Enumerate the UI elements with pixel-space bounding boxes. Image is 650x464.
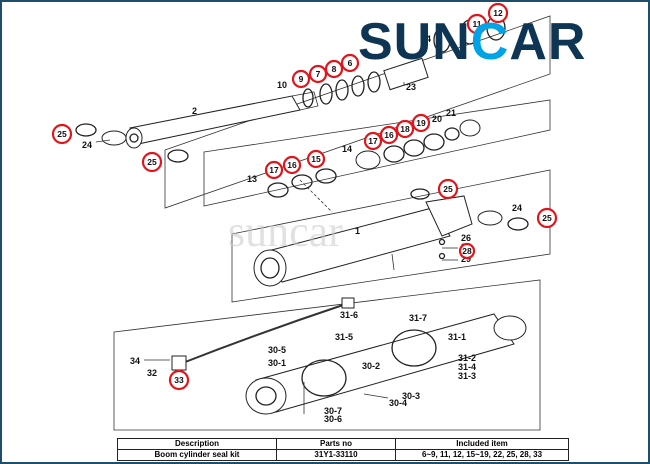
svg-text:16: 16 — [287, 160, 297, 170]
svg-text:19: 19 — [416, 118, 426, 128]
table-row: Boom cylinder seal kit 31Y1-33110 6~9, 1… — [117, 449, 569, 461]
panel-piston-parts — [203, 99, 551, 207]
callout-28: 28 — [458, 242, 476, 260]
piston-rod — [125, 91, 319, 149]
callout-17-lower: 17 — [264, 160, 284, 180]
svg-text:8: 8 — [332, 64, 337, 74]
svg-text:25: 25 — [542, 213, 552, 223]
table-header-row: Description Parts no Included item — [117, 438, 569, 450]
watermark-text: suncar — [228, 207, 343, 256]
callout-8: 8 — [324, 59, 344, 79]
label-31-4: 31-4 — [458, 362, 476, 372]
svg-text:7: 7 — [316, 69, 321, 79]
svg-text:33: 33 — [174, 375, 184, 385]
label-30-4: 30-4 — [389, 398, 407, 408]
callout-18: 18 — [395, 119, 415, 139]
label-21: 21 — [446, 108, 456, 118]
svg-text:25: 25 — [147, 157, 157, 167]
cell-parts-no: 31Y1-33110 — [276, 449, 396, 461]
label-23: 23 — [406, 82, 416, 92]
suncar-logo: SUNCAR — [358, 13, 587, 71]
callout-16-upper: 16 — [379, 125, 399, 145]
cylinder-tube — [253, 188, 529, 287]
panel-pipe-assembly — [113, 279, 541, 431]
label-1: 1 — [355, 226, 360, 236]
label-31-6: 31-6 — [340, 310, 358, 320]
svg-text:12: 12 — [493, 8, 503, 18]
label-2: 2 — [192, 106, 197, 116]
svg-text:15: 15 — [311, 154, 321, 164]
seal-kit-callouts: 11 12 9 7 8 6 25 25 17 16 18 19 17 16 15… — [51, 2, 558, 391]
callout-25-rod: 25 — [51, 123, 73, 145]
callout-33: 33 — [168, 369, 190, 391]
svg-text:6: 6 — [348, 58, 353, 68]
header-description: Description — [117, 438, 277, 450]
callout-25-tube-right: 25 — [536, 207, 558, 229]
svg-text:9: 9 — [299, 74, 304, 84]
callout-12: 12 — [487, 2, 509, 24]
label-31-3: 31-3 — [458, 371, 476, 381]
label-20: 20 — [432, 114, 442, 124]
label-30-2: 30-2 — [362, 361, 380, 371]
callout-16-lower: 16 — [282, 155, 302, 175]
header-parts-no: Parts no — [276, 438, 396, 450]
label-32: 32 — [147, 368, 157, 378]
cell-included-item: 6~9, 11, 12, 15~19, 22, 25, 28, 33 — [395, 449, 569, 461]
label-14: 14 — [342, 144, 352, 154]
cell-description: Boom cylinder seal kit — [117, 449, 277, 461]
label-10: 10 — [277, 80, 287, 90]
svg-text:11: 11 — [473, 19, 482, 29]
pipe-assembly — [171, 297, 527, 415]
label-4: 4 — [426, 34, 431, 44]
rod-end-bushings — [75, 123, 189, 163]
callout-9: 9 — [291, 69, 311, 89]
svg-text:17: 17 — [368, 136, 378, 146]
svg-text:25: 25 — [443, 184, 453, 194]
label-31-2: 31-2 — [458, 353, 476, 363]
leader-lines — [95, 82, 458, 414]
label-30-3: 30-3 — [402, 391, 420, 401]
callout-17-upper: 17 — [363, 131, 383, 151]
svg-text:18: 18 — [400, 124, 410, 134]
label-34: 34 — [130, 356, 140, 366]
label-24-tube: 24 — [512, 203, 522, 213]
callout-6: 6 — [340, 53, 360, 73]
svg-text:16: 16 — [384, 130, 394, 140]
svg-text:17: 17 — [269, 165, 279, 175]
rod-seal-rings — [302, 15, 506, 108]
callout-15: 15 — [306, 149, 326, 169]
seal-kit-table: Description Parts no Included item Boom … — [117, 438, 569, 461]
piston-components — [267, 119, 481, 198]
label-30-7: 30-7 — [324, 406, 342, 416]
callout-7: 7 — [308, 64, 328, 84]
svg-text:25: 25 — [57, 129, 67, 139]
header-included-item: Included item — [395, 438, 569, 450]
label-30-6: 30-6 — [324, 414, 342, 424]
label-31-7: 31-7 — [409, 313, 427, 323]
callout-19: 19 — [411, 113, 431, 133]
callout-25-tube-top: 25 — [437, 178, 459, 200]
label-24-top: 24 — [82, 140, 92, 150]
label-31-5: 31-5 — [335, 332, 353, 342]
label-30-5: 30-5 — [268, 345, 286, 355]
svg-text:28: 28 — [462, 246, 472, 256]
label-26: 26 — [461, 233, 471, 243]
label-31-1: 31-1 — [448, 332, 466, 342]
label-30-1: 30-1 — [268, 358, 286, 368]
label-13: 13 — [247, 174, 257, 184]
callout-25-bushing: 25 — [141, 151, 163, 173]
callout-11: 11 — [466, 13, 488, 35]
